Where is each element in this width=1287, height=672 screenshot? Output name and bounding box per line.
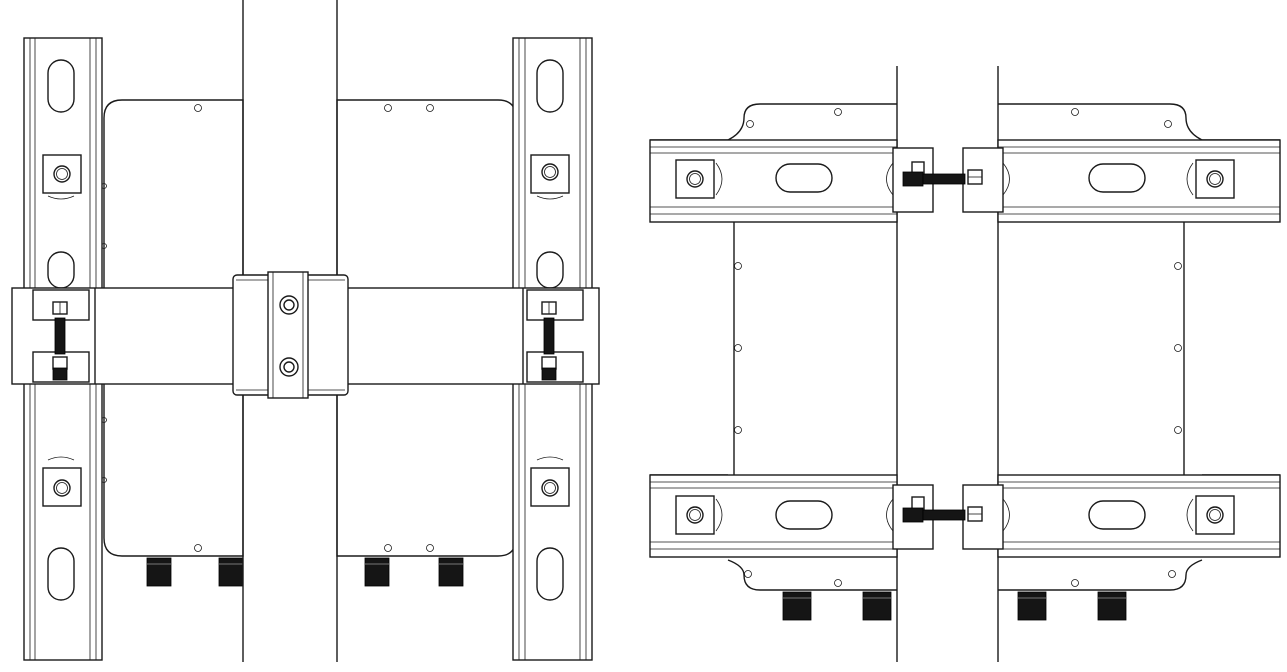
connectors-right-view bbox=[782, 591, 1127, 621]
rail-bottom-left bbox=[649, 474, 898, 558]
rail-bottom-right bbox=[997, 474, 1281, 558]
connectors-left-view bbox=[146, 557, 464, 587]
view-left bbox=[11, 0, 600, 662]
bolt-assembly-left bbox=[32, 289, 90, 383]
rail-top-left bbox=[649, 139, 898, 223]
bolt-assembly-right bbox=[526, 289, 584, 383]
view-right bbox=[649, 66, 1281, 662]
clamp-bottom bbox=[892, 484, 1004, 550]
rail-top-right bbox=[997, 139, 1281, 223]
pole-clamp bbox=[232, 271, 349, 399]
clamp-top bbox=[892, 147, 1004, 213]
